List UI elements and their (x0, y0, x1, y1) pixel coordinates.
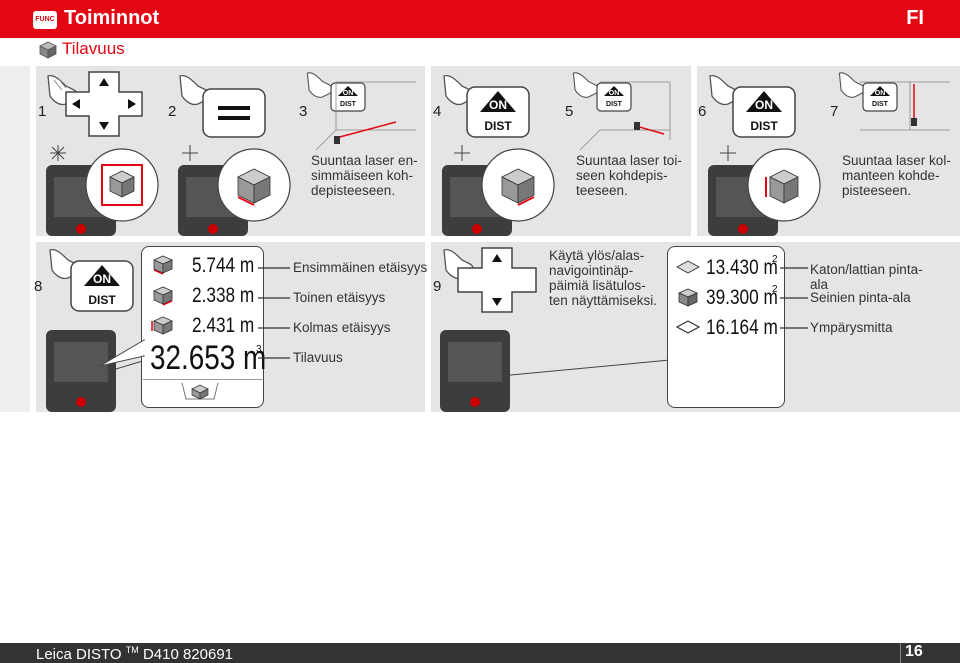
volume-icon (39, 41, 57, 59)
volume-icon (153, 286, 173, 306)
on-dist-button-icon: ON DIST (466, 86, 530, 138)
wall-area-icon (678, 288, 698, 307)
display-value-2: 2.338 m (192, 284, 255, 307)
device-illustration (708, 145, 821, 236)
dist-label: DIST (484, 119, 512, 133)
step-number-6: 6 (698, 103, 707, 120)
label-ceiling-floor-area: Katon/lattian pinta-ala (810, 262, 923, 292)
svg-text:DIST: DIST (872, 101, 889, 108)
volume-icon (151, 316, 173, 335)
device-illustration (442, 145, 555, 236)
instruction-step-5: Suuntaa laser toi-seen kohdepis-teeseen. (576, 153, 682, 198)
on-dist-button-icon: ON DIST (330, 82, 366, 112)
step-number-2: 2 (168, 103, 177, 120)
display-value-ceiling-area: 13.430 m (706, 256, 778, 279)
device-illustration (46, 330, 147, 412)
svg-text:ON: ON (343, 90, 354, 97)
room-illustration (315, 81, 416, 151)
svg-text:DIST: DIST (88, 293, 116, 307)
step-number-3: 3 (299, 103, 308, 120)
device-illustration (46, 145, 159, 236)
subtitle: Tilavuus (62, 39, 125, 58)
display-divider (143, 379, 262, 380)
room-illustration (579, 81, 671, 151)
header-bar (0, 0, 960, 38)
step-number-9: 9 (433, 278, 442, 295)
svg-text:ON: ON (875, 90, 886, 97)
label-third-distance: Kolmas etäisyys (293, 320, 391, 335)
svg-text:ON: ON (609, 90, 620, 97)
instruction-step-9: Käytä ylös/alas-navigointinäp-päimiä lis… (549, 248, 658, 308)
equals-button-icon (202, 88, 266, 138)
svg-text:ON: ON (93, 272, 111, 286)
func-badge: FUNC (33, 11, 57, 29)
margin-strip (0, 66, 30, 412)
on-dist-button-icon: ON DIST (596, 82, 632, 112)
leader-lines (258, 267, 290, 359)
svg-text:DIST: DIST (340, 101, 357, 108)
display-value-wall-area: 39.300 m (706, 286, 778, 309)
volume-icon (181, 382, 219, 400)
on-dist-button-icon: ON DIST (732, 86, 796, 138)
display-exponent: 2 (772, 254, 778, 265)
svg-text:DIST: DIST (606, 101, 623, 108)
instruction-step-3: Suuntaa laser en-simmäiseen koh-depistee… (311, 153, 418, 198)
volume-icon (153, 255, 173, 275)
label-first-distance: Ensimmäinen etäisyys (293, 260, 428, 275)
label-volume: Tilavuus (293, 350, 343, 365)
display-value-1: 5.744 m (192, 254, 255, 277)
label-wall-area: Seinien pinta-ala (810, 290, 911, 305)
device-illustration (178, 145, 291, 236)
display-value-3: 2.431 m (192, 314, 255, 337)
ceiling-area-icon (676, 260, 700, 274)
step-number-7: 7 (830, 103, 839, 120)
language-code: FI (906, 7, 924, 29)
footer-bar (0, 643, 960, 663)
speech-pointer (99, 339, 146, 367)
label-perimeter: Ympärysmitta (810, 320, 893, 335)
perimeter-icon (675, 320, 701, 334)
display-total: 32.653 m (150, 339, 267, 377)
leader-lines (780, 267, 808, 329)
step-number-1: 1 (38, 103, 47, 120)
display-exponent: 2 (772, 284, 778, 295)
footer-divider (900, 643, 901, 663)
svg-text:ON: ON (755, 98, 773, 112)
room-illustration (860, 81, 950, 131)
svg-text:DIST: DIST (750, 119, 778, 133)
step-number-8: 8 (34, 278, 43, 295)
step-number-5: 5 (565, 103, 574, 120)
navigation-pad-icon (457, 247, 537, 313)
navigation-pad-icon (65, 71, 143, 137)
page-title: Toiminnot (64, 7, 160, 29)
on-dist-button-icon: ON DIST (862, 82, 898, 112)
page-number: 16 (905, 643, 923, 660)
on-label: ON (489, 98, 507, 112)
display-total-unit-exponent: 3 (256, 344, 262, 355)
device-illustration (440, 330, 671, 412)
label-second-distance: Toinen etäisyys (293, 290, 386, 305)
on-dist-button-icon: ON DIST (70, 260, 134, 312)
step-number-4: 4 (433, 103, 442, 120)
display-value-perimeter: 16.164 m (706, 316, 778, 339)
footer-model: Leica DISTO TM D410 820691 (36, 645, 234, 663)
instruction-step-7: Suuntaa laser kol-manteen kohde-pisteese… (842, 153, 951, 198)
